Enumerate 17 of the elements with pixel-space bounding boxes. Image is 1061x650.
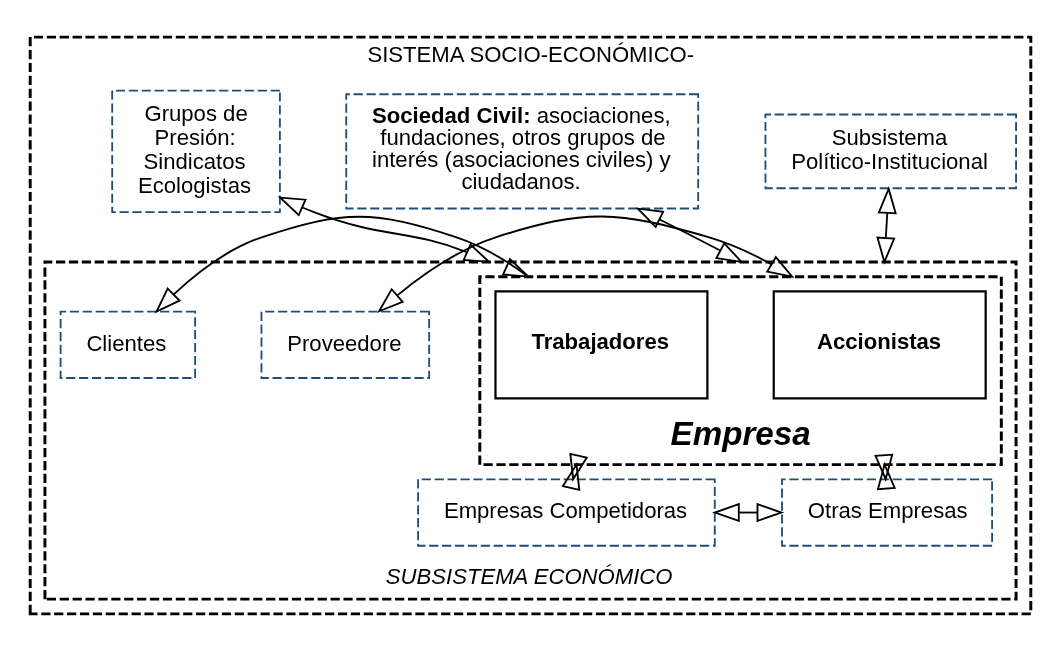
node-box: Clientes xyxy=(59,310,197,379)
arrow xyxy=(635,206,744,263)
node-box: Subsistema Político-Institucional xyxy=(764,113,1017,189)
arrow xyxy=(277,196,492,263)
node-box: Otras Empresas xyxy=(781,477,993,547)
arrow xyxy=(154,215,531,313)
arrow xyxy=(561,452,589,491)
arrow xyxy=(712,502,785,522)
node-box: Proveedore xyxy=(260,310,431,379)
arrow xyxy=(874,453,897,490)
arrow xyxy=(876,185,897,265)
node-box: Accionistas xyxy=(772,289,987,399)
node-box: Sociedad Civil: asociaciones, fundaciones, otros grupos de interés (asociaciones civiles) y ciudadanos. xyxy=(345,92,700,209)
node-box: Trabajadores xyxy=(494,289,709,399)
arrow xyxy=(376,215,795,313)
node-box: Empresas Competidoras xyxy=(417,477,716,547)
node-box: Grupos de Presión: Sindicatos Ecologistas xyxy=(111,89,281,213)
